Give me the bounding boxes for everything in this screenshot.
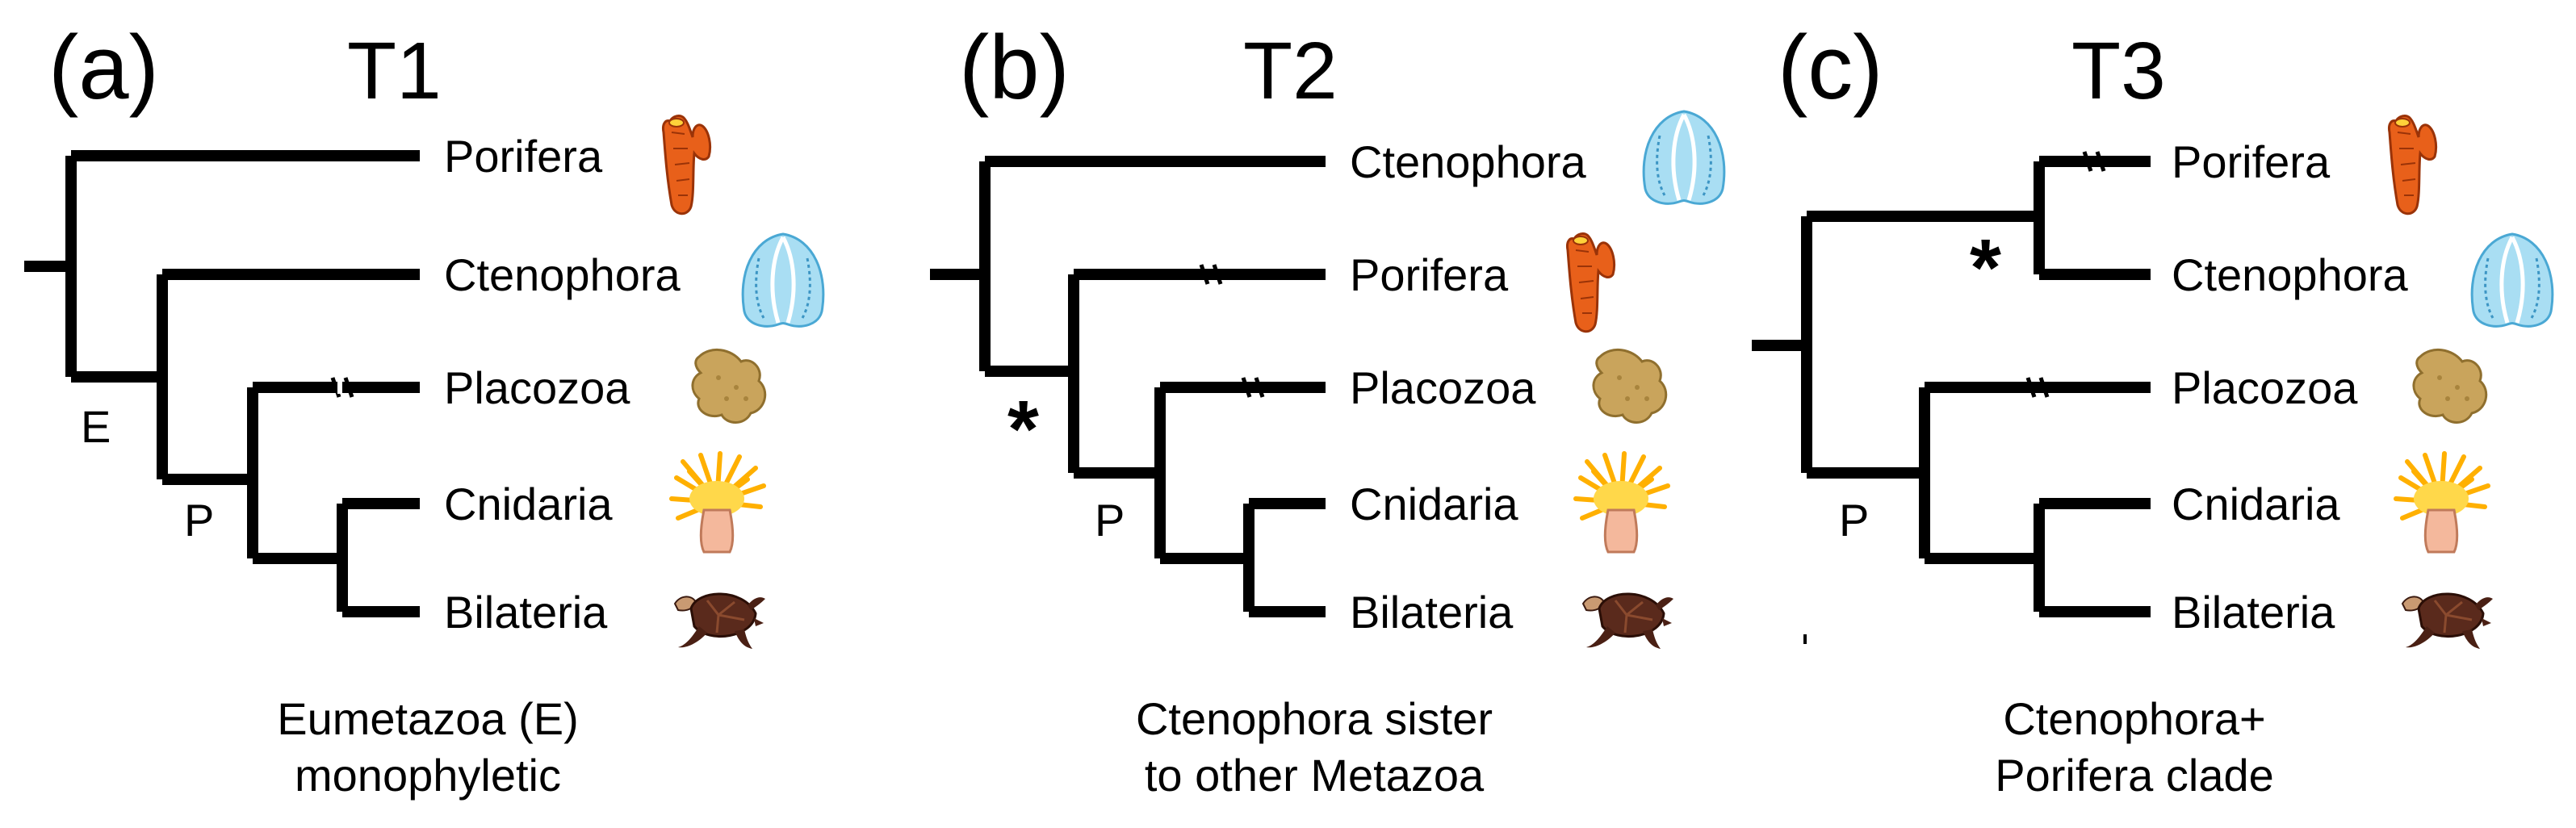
caption-line: monophyletic <box>295 750 561 801</box>
panel-b: (b) T2 * P Ctenophora Porifera Pla <box>930 17 1724 801</box>
taxon-label: Porifera <box>2172 136 2331 187</box>
placozoan-icon <box>1592 348 1668 424</box>
caption-line: Ctenophora+ <box>2003 693 2265 744</box>
taxon-label: Bilateria <box>2172 587 2335 638</box>
placozoan-icon <box>691 348 767 424</box>
caption-line: Ctenophora sister <box>1136 693 1493 744</box>
taxon-label: Ctenophora <box>2172 249 2409 300</box>
taxon-label: Placozoa <box>1350 362 1536 413</box>
tree-branches-a <box>24 150 420 617</box>
panel-letter-c: (c) <box>1778 17 1883 118</box>
sponge-icon <box>2387 114 2438 215</box>
tree-title-t1: T1 <box>347 26 442 116</box>
taxon-label: Ctenophora <box>444 249 681 300</box>
placozoan-icon <box>2412 348 2488 424</box>
node-label-p: P <box>1839 495 1869 546</box>
tree-branches-c <box>1752 156 2151 617</box>
sea-anemone-icon <box>1576 454 1668 552</box>
comb-jelly-icon <box>2472 234 2553 326</box>
taxon-label: Bilateria <box>1350 587 1514 638</box>
sea-turtle-icon <box>2401 592 2494 650</box>
taxon-label: Ctenophora <box>1350 136 1587 187</box>
comb-jelly-icon <box>1644 111 1724 203</box>
tree-title-t3: T3 <box>2071 26 2166 116</box>
taxon-label: Porifera <box>444 131 603 182</box>
caption-line: Porifera clade <box>1995 750 2274 801</box>
panel-a: (a) T1 E P Porifera Ctenophora Placozoa <box>24 17 823 801</box>
taxon-label: Placozoa <box>444 362 630 413</box>
taxon-label: Placozoa <box>2172 362 2358 413</box>
node-label-e: E <box>81 401 111 452</box>
taxon-label: Cnidaria <box>444 479 613 529</box>
node-marker-star: * <box>1007 384 1039 475</box>
taxon-label: Bilateria <box>444 587 608 638</box>
node-marker-star: * <box>1970 223 2001 313</box>
sponge-icon <box>1565 232 1616 333</box>
long-branch-mark <box>1199 264 1265 398</box>
comb-jelly-icon <box>743 234 823 326</box>
long-branch-mark <box>2025 151 2106 398</box>
caption-line: Eumetazoa (E) <box>277 693 579 744</box>
panel-c: (c) T3 * P Porifera Ctenophora <box>1752 17 2553 801</box>
panel-letter-b: (b) <box>959 17 1070 118</box>
tree-branches-b <box>930 156 1326 617</box>
sponge-icon <box>661 114 712 215</box>
sea-anemone-icon <box>672 454 764 552</box>
panel-letter-a: (a) <box>48 17 159 118</box>
taxon-label: Porifera <box>1350 249 1509 300</box>
caption-line: to other Metazoa <box>1145 750 1485 801</box>
sea-turtle-icon <box>1581 592 1675 650</box>
sea-anemone-icon <box>2396 454 2488 552</box>
taxon-label: Cnidaria <box>1350 479 1518 529</box>
long-branch-mark <box>330 377 354 398</box>
node-label-p: P <box>1095 495 1125 546</box>
tree-title-t2: T2 <box>1243 26 1338 116</box>
sea-turtle-icon <box>673 592 767 650</box>
tick-mark <box>1803 634 1807 644</box>
node-label-p: P <box>184 495 214 546</box>
taxon-label: Cnidaria <box>2172 479 2340 529</box>
